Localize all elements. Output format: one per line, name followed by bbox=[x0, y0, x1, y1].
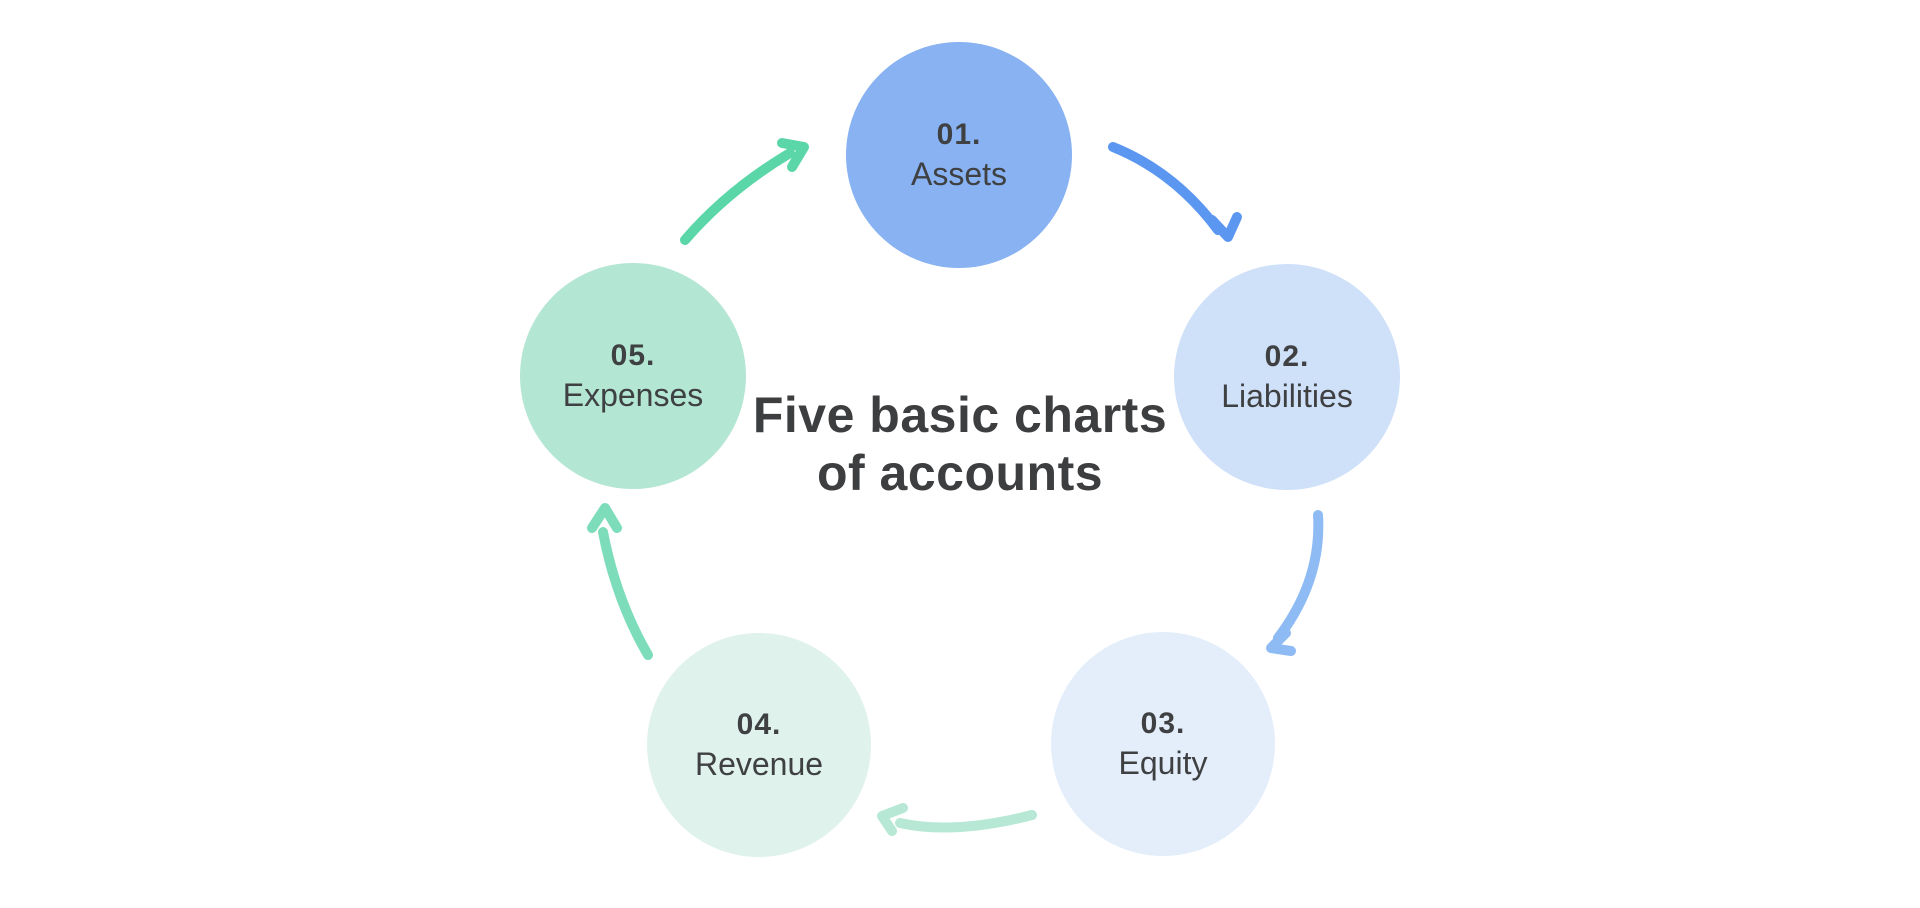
arrow-expenses-to-assets-shaft bbox=[680, 148, 795, 245]
step-circle-assets: 01. Assets bbox=[846, 42, 1072, 268]
step-label: Expenses bbox=[562, 376, 704, 413]
page-title-line2: of accounts bbox=[816, 445, 1104, 501]
step-number: 04. bbox=[736, 707, 782, 741]
arrow-assets-to-liabilities-head bbox=[1207, 212, 1242, 242]
arrow-liabilities-to-equity bbox=[1266, 510, 1324, 656]
step-label: Assets bbox=[910, 155, 1008, 192]
arrow-assets-to-liabilities bbox=[1108, 142, 1242, 242]
step-circle-expenses: 05. Expenses bbox=[520, 263, 746, 489]
step-number: 01. bbox=[936, 117, 982, 151]
step-label: Equity bbox=[1118, 744, 1208, 781]
step-number: 02. bbox=[1264, 339, 1310, 373]
step-circle-liabilities: 02. Liabilities bbox=[1174, 264, 1400, 490]
arrow-expenses-to-assets-head bbox=[777, 138, 809, 172]
arrow-assets-to-liabilities-shaft bbox=[1108, 142, 1223, 235]
arrow-liabilities-to-equity-shaft bbox=[1273, 510, 1324, 643]
step-circle-equity: 03. Equity bbox=[1051, 632, 1275, 856]
step-circle-revenue: 04. Revenue bbox=[647, 633, 871, 857]
arrow-revenue-to-expenses-head bbox=[587, 503, 622, 533]
step-label: Liabilities bbox=[1221, 377, 1353, 414]
arrow-expenses-to-assets bbox=[680, 138, 809, 245]
arrow-liabilities-to-equity-head bbox=[1266, 628, 1296, 656]
step-label: Revenue bbox=[694, 745, 824, 782]
arrow-revenue-to-expenses bbox=[587, 503, 653, 660]
arrow-revenue-to-expenses-shaft bbox=[598, 527, 653, 660]
arrow-equity-to-revenue bbox=[877, 803, 1037, 836]
step-number: 05. bbox=[610, 338, 656, 372]
step-number: 03. bbox=[1140, 706, 1186, 740]
page-title: Five basic charts of accounts bbox=[460, 386, 1460, 502]
arrow-equity-to-revenue-head bbox=[877, 803, 908, 836]
page-title-line1: Five basic charts bbox=[752, 387, 1168, 443]
arrow-equity-to-revenue-shaft bbox=[895, 810, 1037, 833]
